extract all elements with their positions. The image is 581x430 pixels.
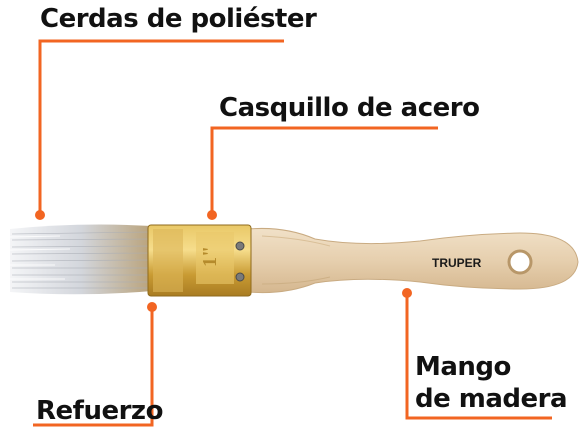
label-ferrule: Casquillo de acero <box>219 93 480 123</box>
brand-logo: TRUPER <box>432 256 482 270</box>
label-reinforcement: Refuerzo <box>36 396 163 426</box>
rivet-top <box>235 241 245 251</box>
callout-dot-reinforcement <box>147 302 157 312</box>
callout-dot-bristles <box>35 210 45 220</box>
bristles <box>9 224 152 295</box>
callout-lines <box>33 39 552 427</box>
callout-dot-handle <box>402 288 412 298</box>
callout-dot-ferrule <box>207 210 217 220</box>
callout-line-handle <box>405 293 552 420</box>
hang-hole <box>507 249 533 275</box>
label-handle-line1: Mango <box>415 352 511 382</box>
label-bristles: Cerdas de poliéster <box>40 4 317 34</box>
callout-line-reinforcement <box>33 307 154 427</box>
callout-dots <box>35 210 412 312</box>
ferrule-stamp: 1" <box>199 246 221 267</box>
callout-line-bristles <box>38 39 284 215</box>
steel-ferrule: 1" <box>147 224 252 297</box>
label-handle-line2: de madera <box>415 384 568 414</box>
wooden-handle: TRUPER <box>247 227 579 294</box>
callout-line-ferrule <box>210 126 438 215</box>
rivet-bottom <box>235 272 245 282</box>
